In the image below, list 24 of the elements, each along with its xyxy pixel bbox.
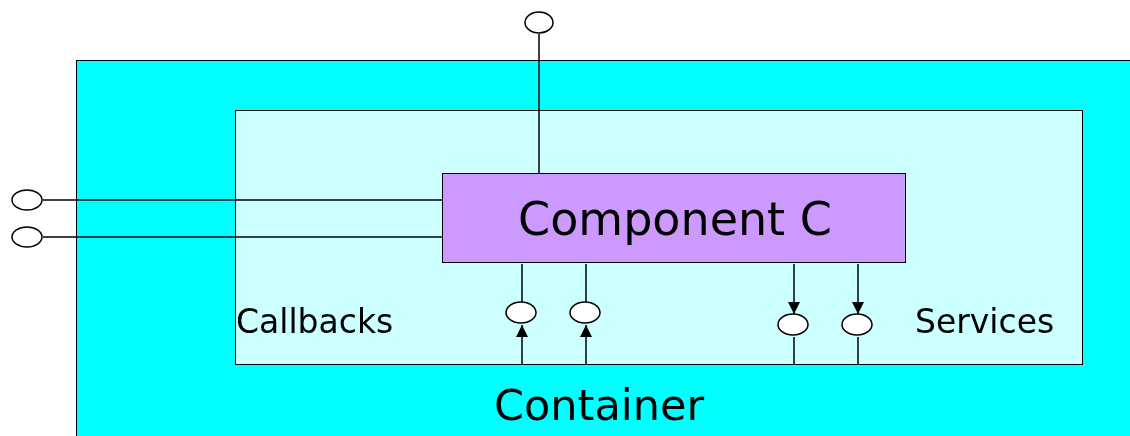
port-circle — [524, 11, 554, 34]
connector-line — [521, 263, 523, 303]
arrow — [788, 263, 800, 315]
port-circle — [841, 313, 873, 336]
container-box — [76, 60, 1130, 436]
port-circle — [569, 301, 601, 324]
connector-line — [538, 33, 540, 175]
arrow — [852, 263, 864, 315]
port-circle — [505, 301, 537, 324]
port-circle — [11, 226, 43, 248]
connector-line — [793, 336, 795, 366]
connector-line — [585, 263, 587, 303]
arrow — [580, 324, 592, 366]
services-label: Services — [915, 305, 1055, 338]
component-box — [442, 173, 906, 263]
arrow — [516, 324, 528, 366]
connector-line — [42, 199, 444, 201]
port-circle — [11, 189, 43, 211]
container-label: Container — [494, 384, 705, 427]
connector-line — [42, 236, 444, 238]
connector-line — [857, 336, 859, 366]
port-circle — [777, 313, 809, 336]
callbacks-label: Callbacks — [236, 305, 394, 338]
inner-panel — [234, 109, 1083, 365]
